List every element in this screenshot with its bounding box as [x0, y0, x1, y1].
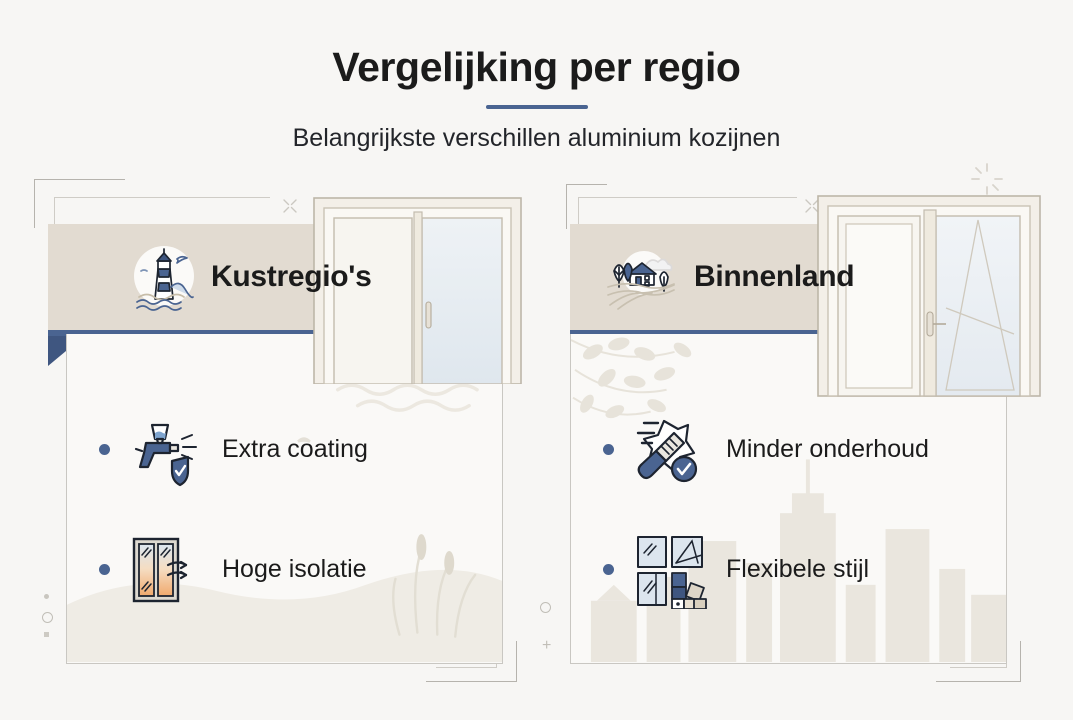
page-subtitle: Belangrijkste verschillen aluminium kozi… — [292, 124, 781, 152]
feature-label: Hoge isolatie — [222, 554, 367, 583]
card-body-kustregios: Extra coating — [66, 334, 503, 664]
corner-bracket-inner-top-left — [578, 197, 797, 228]
page-title: Vergelijking per regio — [332, 44, 741, 90]
corner-bracket-outer-bottom-right — [936, 641, 1021, 682]
corner-bracket-inner-top-left — [54, 197, 270, 228]
feature-item[interactable]: Hoge isolatie — [99, 524, 367, 614]
title-underline — [485, 105, 588, 109]
page-header: Vergelijking per regio Belangrijkste ver… — [0, 0, 1073, 153]
window-styles-swatches-icon — [637, 536, 707, 609]
comparison-card-binnenland: Binnenland — [540, 163, 1041, 682]
card-title-kustregios: Kustregio's — [211, 260, 372, 293]
card-title-binnenland: Binnenland — [694, 260, 855, 293]
bullet-point — [603, 563, 614, 575]
sparkle-icon — [283, 199, 297, 213]
corner-bracket-outer-top-left — [34, 179, 125, 228]
feature-item[interactable]: Extra coating — [99, 404, 368, 494]
spray-gun-shield-icon — [134, 423, 197, 487]
sparkle-icon — [805, 199, 819, 213]
feature-item[interactable]: Flexibele stijl — [603, 524, 869, 614]
bullet-point — [603, 443, 614, 455]
corner-bracket-outer-top-left — [566, 184, 607, 229]
card-body-binnenland: Minder onderhoud — [570, 334, 1007, 664]
decorative-ring — [42, 612, 53, 623]
sparkle-icon — [971, 163, 1003, 195]
banner-accent-rule — [48, 330, 503, 336]
comparison-card-kustregios: Kustregio's — [34, 179, 522, 682]
paint-brush-check-icon — [636, 419, 698, 483]
feature-label: Minder onderhoud — [726, 434, 929, 463]
countryside-farmhouse-icon — [607, 251, 675, 310]
feature-label: Extra coating — [222, 434, 368, 463]
banner-accent-rule — [570, 330, 1030, 336]
bullet-point — [99, 443, 110, 455]
decorative-plus: + — [542, 637, 552, 654]
decorative-square — [44, 632, 49, 637]
bullet-point — [99, 563, 110, 575]
corner-bracket-outer-bottom-right — [426, 641, 517, 682]
decorative-dot — [44, 594, 49, 599]
decorative-ring — [540, 602, 551, 613]
insulated-window-icon — [132, 537, 188, 603]
lighthouse-sea-icon — [134, 246, 194, 311]
feature-item[interactable]: Minder onderhoud — [603, 404, 929, 494]
feature-label: Flexibele stijl — [726, 554, 870, 583]
